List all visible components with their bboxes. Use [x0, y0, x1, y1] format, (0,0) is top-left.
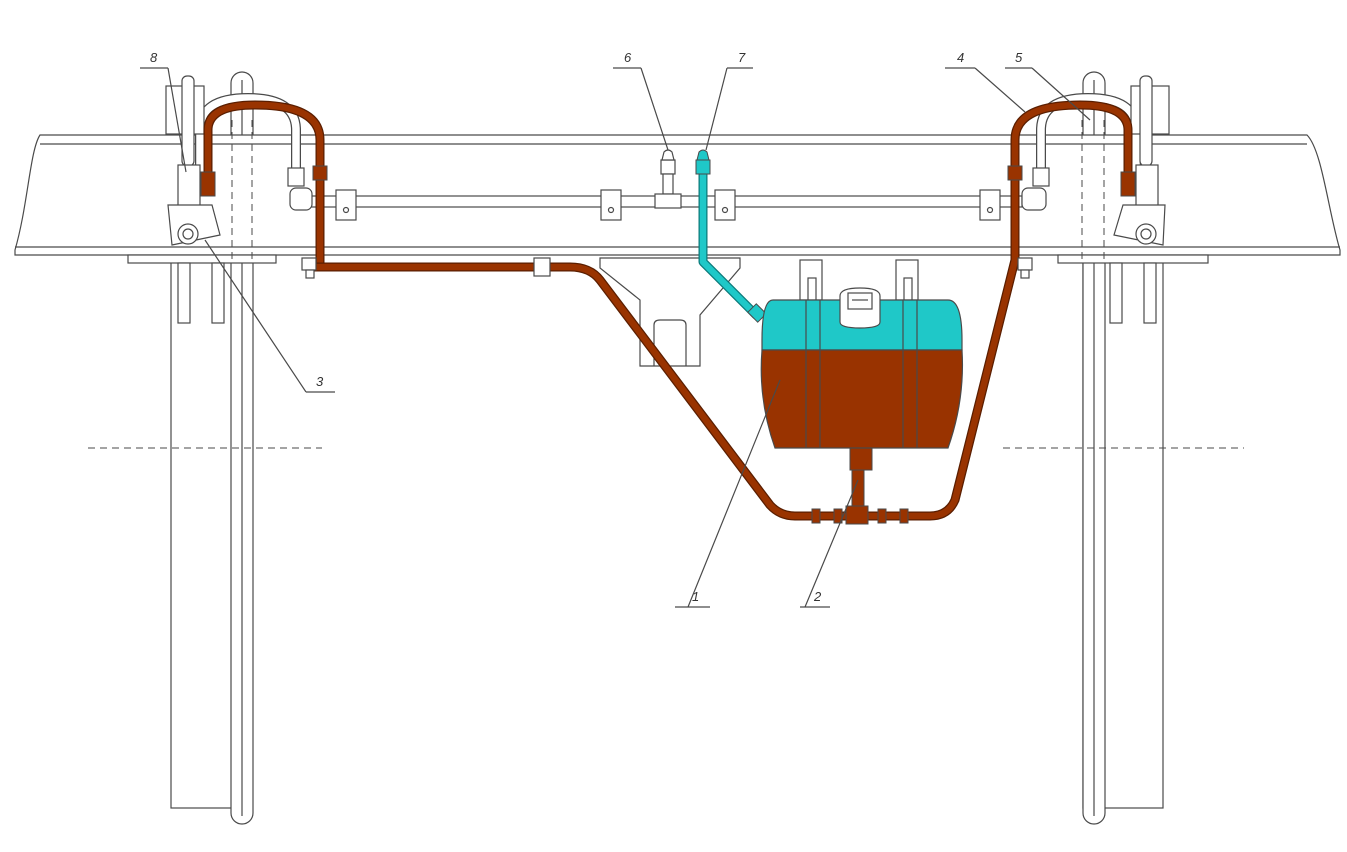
- callout-label-6: 6: [624, 50, 632, 65]
- right-wheel-cylinder: [1113, 75, 1170, 246]
- air-line: [695, 149, 767, 323]
- callout-label-2: 2: [813, 589, 822, 604]
- callouts: 1 2 3 4 5 6 7 8: [140, 50, 1091, 608]
- valve-6: [654, 149, 682, 209]
- beam-bolts: [301, 257, 1033, 279]
- fluid-fittings: [200, 165, 1136, 525]
- left-wheel-cylinder: [165, 75, 221, 246]
- center-lines: [88, 120, 1244, 449]
- callout-label-3: 3: [316, 374, 324, 389]
- callout-label-8: 8: [150, 50, 158, 65]
- callout-label-1: 1: [692, 589, 699, 604]
- callout-label-5: 5: [1015, 50, 1023, 65]
- center-bracket: [599, 257, 741, 367]
- reservoir-tank: [760, 259, 964, 449]
- brake-fluid-lines: [203, 100, 1133, 521]
- callout-label-7: 7: [738, 50, 746, 65]
- callout-label-4: 4: [957, 50, 964, 65]
